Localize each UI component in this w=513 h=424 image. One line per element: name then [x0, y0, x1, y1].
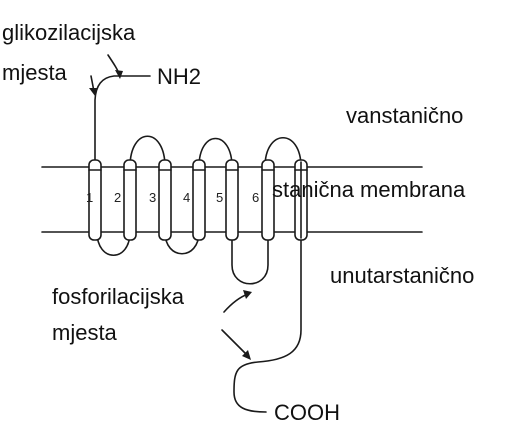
glycosylation-label-line2: mjesta	[2, 60, 68, 85]
helix-6: 6	[252, 160, 274, 240]
helix-body	[159, 160, 171, 240]
helix-body	[193, 160, 205, 240]
n-terminus-label: NH2	[157, 64, 201, 89]
helix-body	[124, 160, 136, 240]
phosphorylation-label-line2: mjesta	[52, 320, 118, 345]
phosphorylation-arrow-2	[222, 330, 248, 356]
helix-number-label: 5	[216, 190, 223, 205]
helix-1: 1	[86, 160, 101, 240]
n-terminal-tail	[95, 76, 150, 168]
membrane-label: stanična membrana	[272, 177, 466, 202]
intracellular-loop-3	[232, 232, 268, 284]
glycosylation-label-line1: glikozilacijska	[2, 20, 136, 45]
helix-number-label: 4	[183, 190, 190, 205]
helix-number-label: 2	[114, 190, 121, 205]
glycosylation-arrowhead	[115, 70, 123, 79]
helix-5: 5	[216, 160, 238, 240]
intracellular-label: unutarstanično	[330, 263, 474, 288]
phosphorylation-label-line1: fosforilacijska	[52, 284, 185, 309]
helix-number-label: 6	[252, 190, 259, 205]
phosphorylation-arrowhead-1	[243, 290, 252, 299]
phosphorylation-arrow-1	[224, 294, 248, 312]
helix-3: 3	[149, 160, 171, 240]
helix-4: 4	[183, 160, 205, 240]
c-terminus-label: COOH	[274, 400, 340, 424]
helix-number-label: 1	[86, 190, 93, 205]
helix-2: 2	[114, 160, 136, 240]
extracellular-label: vanstanično	[346, 103, 463, 128]
helix-body	[226, 160, 238, 240]
helix-number-label: 3	[149, 190, 156, 205]
